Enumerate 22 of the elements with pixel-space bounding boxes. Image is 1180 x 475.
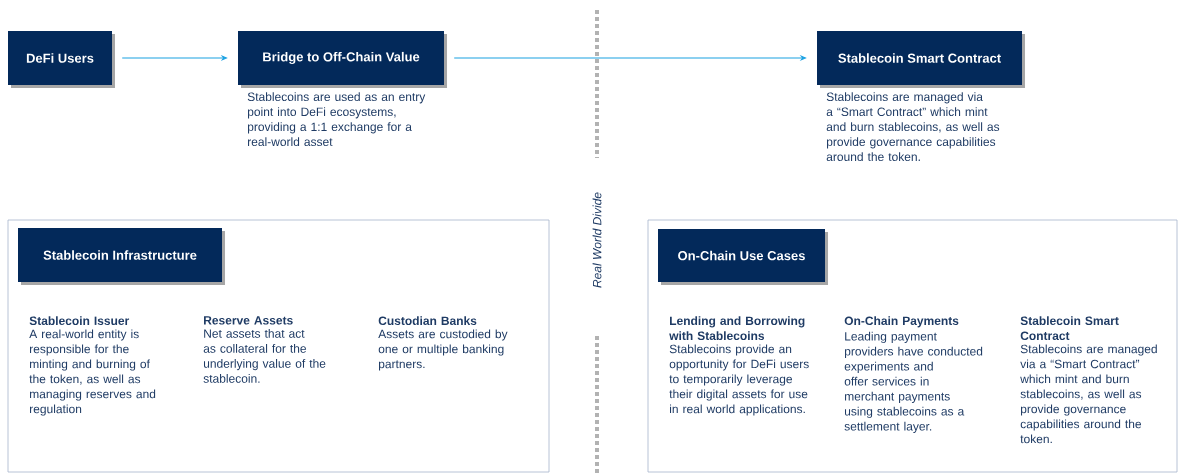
title-box: On-Chain Use Cases (658, 229, 828, 285)
title-box: DeFi Users (8, 31, 115, 88)
column-heading: Reserve Assets (204, 316, 293, 325)
description-text: Stablecoins are used as an entry point into DeFi ecosystems, providing a 1:1 exchange for a real-world asset (247, 92, 426, 146)
column-text: Assets are custodied by one or multiple banking partners. (378, 329, 508, 371)
column-text: Leading payment providers have conducted experiments and offer services in merchant payments using stablecoins as a settlement layer. (844, 331, 983, 433)
column-text: Stablecoins are managed via a “Smart Contract” which mint and burn stablecoins, as well as provide governance capabilities around the token. (1020, 344, 1157, 444)
column-text: A real-world entity is responsible for the minting and burning of the token, as well as managing reserves and regulation (29, 329, 156, 416)
column-heading: On-Chain Payments (844, 316, 959, 328)
column-heading: Stablecoin Issuer (29, 316, 130, 325)
column-heading: Lending and Borrowing with Stablecoins (669, 316, 805, 340)
divider-label: Real World Divide (592, 192, 602, 288)
column-heading: Custodian Banks (378, 316, 477, 325)
column-heading: Stablecoin Smart Contract (1020, 316, 1119, 340)
arrow (121, 55, 228, 61)
column-text: Net assets that act as collateral for the underlying value of the stablecoin. (203, 329, 326, 383)
column-text: Stablecoins provide an opportunity for DeFi users to temporarily leverage their digital assets for use in real world applications. (669, 344, 809, 416)
title-box: Bridge to Off-Chain Value (238, 31, 447, 88)
title-box: Stablecoin Infrastructure (18, 228, 225, 285)
arrow (453, 55, 807, 61)
title-box: Stablecoin Smart Contract (817, 31, 1025, 88)
description-text: Stablecoins are managed via a “Smart Contract” which mint and burn stablecoins, as well as provide governance capabilities around the token. (826, 92, 1000, 161)
